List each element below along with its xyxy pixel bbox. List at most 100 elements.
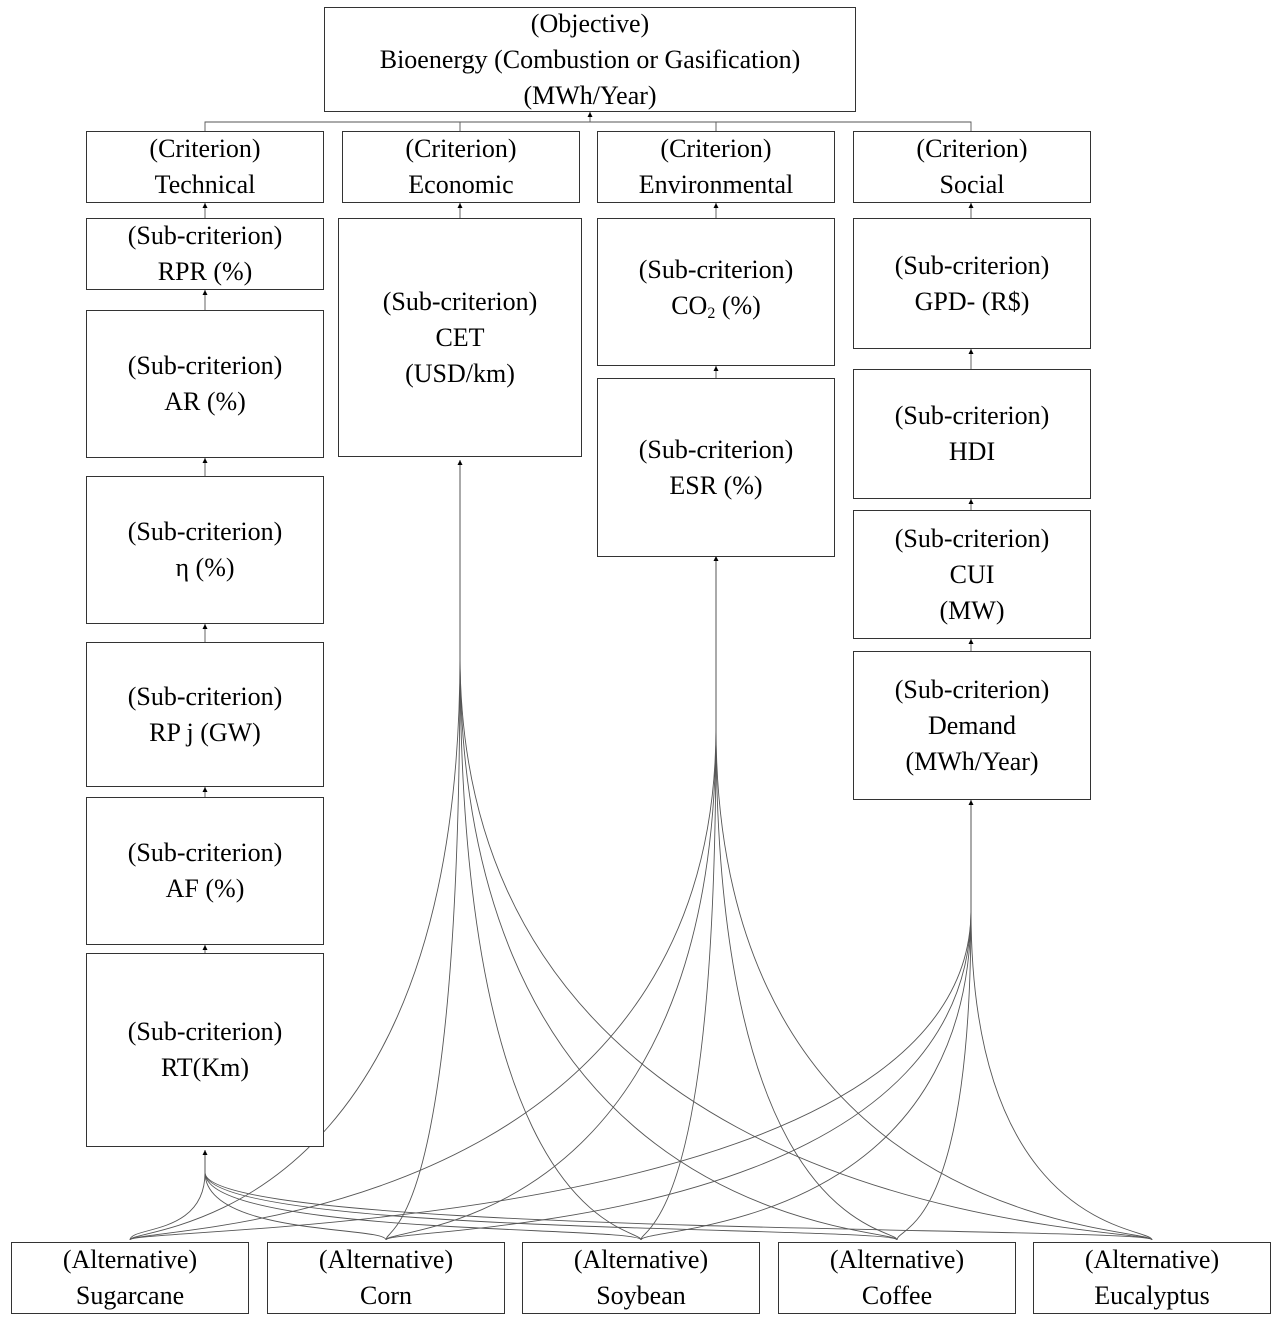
arrowhead-icon (968, 203, 974, 208)
sub-label: CET (435, 322, 485, 352)
alt-tag: (Alternative) (318, 1245, 454, 1274)
alternative-link (129, 460, 461, 1241)
sub-label: AF (%) (165, 874, 245, 903)
alternative-eucalyptus: (Alternative) Eucalyptus (1033, 1242, 1271, 1314)
subcriterion-hdi: (Sub-criterion) HDI (853, 369, 1091, 499)
sub-label: GPD- (R$) (914, 286, 1030, 316)
arrowhead-icon (587, 112, 593, 117)
alternative-coffee: (Alternative) Coffee (778, 1242, 1016, 1314)
sub-label: AR (%) (164, 387, 246, 416)
arrowhead-icon (457, 460, 463, 465)
arrowhead-icon (968, 349, 974, 354)
criterion-tag: (Criterion) (916, 134, 1028, 163)
sub-tag: (Sub-criterion) (638, 434, 794, 464)
alternative-sugarcane: (Alternative)Sugarcane (11, 1242, 249, 1314)
arrowhead-icon (968, 800, 974, 805)
subcriterion-cui: (Sub-criterion)CUI(MW) (853, 510, 1091, 639)
arrowhead-icon (202, 458, 208, 463)
alternative-link (204, 1150, 642, 1241)
alt-label: Eucalyptus (1094, 1281, 1210, 1310)
sub-tag: (Sub-criterion) (127, 517, 283, 546)
sub-label: Demand (927, 710, 1017, 740)
arrowhead-icon (713, 366, 719, 371)
subcriterion-rt: (Sub-criterion)RT(Km) (86, 953, 324, 1147)
objective-box: (Objective) Bioenergy (Combustion or Gas… (324, 7, 856, 112)
alternative-link (129, 556, 717, 1241)
subscript: 2 (707, 305, 716, 322)
sub-label: RP j (GW) (149, 717, 261, 747)
subcriterion-gpd: (Sub-criterion)GPD- (R$) (853, 218, 1091, 349)
subcriterion-rpr: (Sub-criterion) RPR (%) (86, 218, 324, 290)
alternative-link (385, 460, 461, 1241)
co-text: CO (671, 291, 708, 320)
alternative-link (640, 800, 972, 1241)
subcriterion-ar: (Sub-criterion) AR (%) (86, 310, 324, 458)
alt-tag: (Alternative) (573, 1245, 709, 1274)
sub-unit: (MWh/Year) (905, 746, 1039, 776)
arrowhead-icon (202, 1150, 208, 1155)
alternative-link (970, 800, 1153, 1241)
alt-tag: (Alternative) (62, 1245, 198, 1274)
alternative-link (640, 556, 717, 1241)
sub-tag: (Sub-criterion) (894, 401, 1050, 430)
sub-tag: (Sub-criterion) (638, 255, 794, 284)
alternative-link (204, 1150, 898, 1241)
alt-label: Corn (360, 1281, 412, 1310)
alt-label: Coffee (861, 1281, 933, 1310)
arrowhead-icon (968, 499, 974, 504)
arrowhead-icon (713, 556, 719, 561)
criterion-label: Technical (154, 170, 256, 199)
arrowhead-icon (457, 203, 463, 208)
sub-label: η (%) (175, 553, 235, 582)
sub-unit: (MW) (939, 595, 1005, 625)
criterion-tag: (Criterion) (660, 134, 772, 163)
sub-tag: (Sub-criterion) (127, 351, 283, 380)
subcriterion-co2: (Sub-criterion) CO2 (%) (597, 218, 835, 366)
alternative-link (896, 800, 972, 1241)
criterion-tag: (Criterion) (149, 134, 261, 163)
arrowhead-icon (202, 290, 208, 295)
alternative-link (715, 556, 898, 1241)
alt-tag: (Alternative) (829, 1245, 965, 1274)
subcriterion-esr: (Sub-criterion) ESR (%) (597, 378, 835, 557)
sub-label: RPR (%) (157, 257, 253, 286)
sub-tag: (Sub-criterion) (894, 674, 1050, 704)
criterion-label: Social (939, 170, 1005, 199)
alt-tag: (Alternative) (1084, 1245, 1220, 1274)
subcriterion-demand: (Sub-criterion) Demand (MWh/Year) (853, 651, 1091, 800)
subcriterion-af: (Sub-criterion) AF (%) (86, 797, 324, 945)
sub-tag: (Sub-criterion) (127, 1017, 283, 1046)
objective-title: Bioenergy (Combustion or Gasification) (379, 44, 801, 74)
sub-label: CUI (949, 559, 995, 589)
alt-label: Soybean (596, 1281, 686, 1310)
sub-tag: (Sub-criterion) (127, 221, 283, 250)
arrowhead-icon (713, 203, 719, 208)
criterion-label: Economic (408, 170, 514, 199)
criterion-economic: (Criterion) Economic (342, 131, 580, 203)
sub-tag: (Sub-criterion) (127, 838, 283, 867)
sub-label: CO2 (%) (671, 288, 761, 332)
alternative-link (129, 800, 972, 1241)
alternative-link (459, 460, 1153, 1241)
sub-label: ESR (%) (669, 470, 763, 500)
criterion-label: Environmental (638, 170, 794, 199)
criteria-connector (204, 112, 972, 131)
objective-unit: (MWh/Year) (523, 80, 657, 110)
alternative-link (129, 1150, 206, 1241)
sub-tag: (Sub-criterion) (127, 681, 283, 711)
sub-unit: (USD/km) (405, 358, 515, 388)
criterion-tag: (Criterion) (405, 134, 517, 163)
arrowhead-icon (202, 203, 208, 208)
alternative-soybean: (Alternative) Soybean (522, 1242, 760, 1314)
objective-tag: (Objective) (530, 8, 650, 38)
alternative-link (204, 1150, 1153, 1241)
criterion-environmental: (Criterion) Environmental (597, 131, 835, 203)
percent-text: (%) (715, 291, 761, 320)
subcriterion-cet: (Sub-criterion)CET(USD/km) (338, 218, 582, 457)
subcriterion-rpj: (Sub-criterion) RP j (GW) (86, 642, 324, 787)
alternative-corn: (Alternative) Corn (267, 1242, 505, 1314)
sub-label: HDI (948, 437, 996, 466)
arrowhead-icon (202, 945, 208, 950)
